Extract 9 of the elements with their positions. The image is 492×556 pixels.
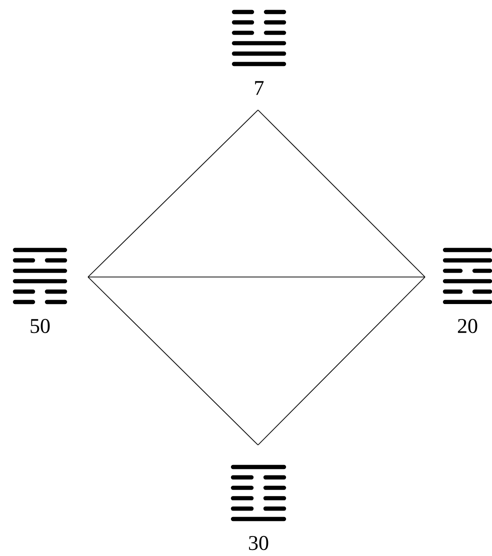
connector-line: [88, 276, 258, 446]
connector-line: [258, 276, 426, 446]
number-label: 7: [255, 81, 264, 95]
connector-line: [258, 110, 426, 278]
number-label: 20: [458, 318, 478, 334]
number-label: 50: [30, 318, 50, 334]
connector-line: [88, 110, 258, 278]
number-label: 30: [249, 536, 268, 550]
connector-line: [88, 276, 426, 278]
